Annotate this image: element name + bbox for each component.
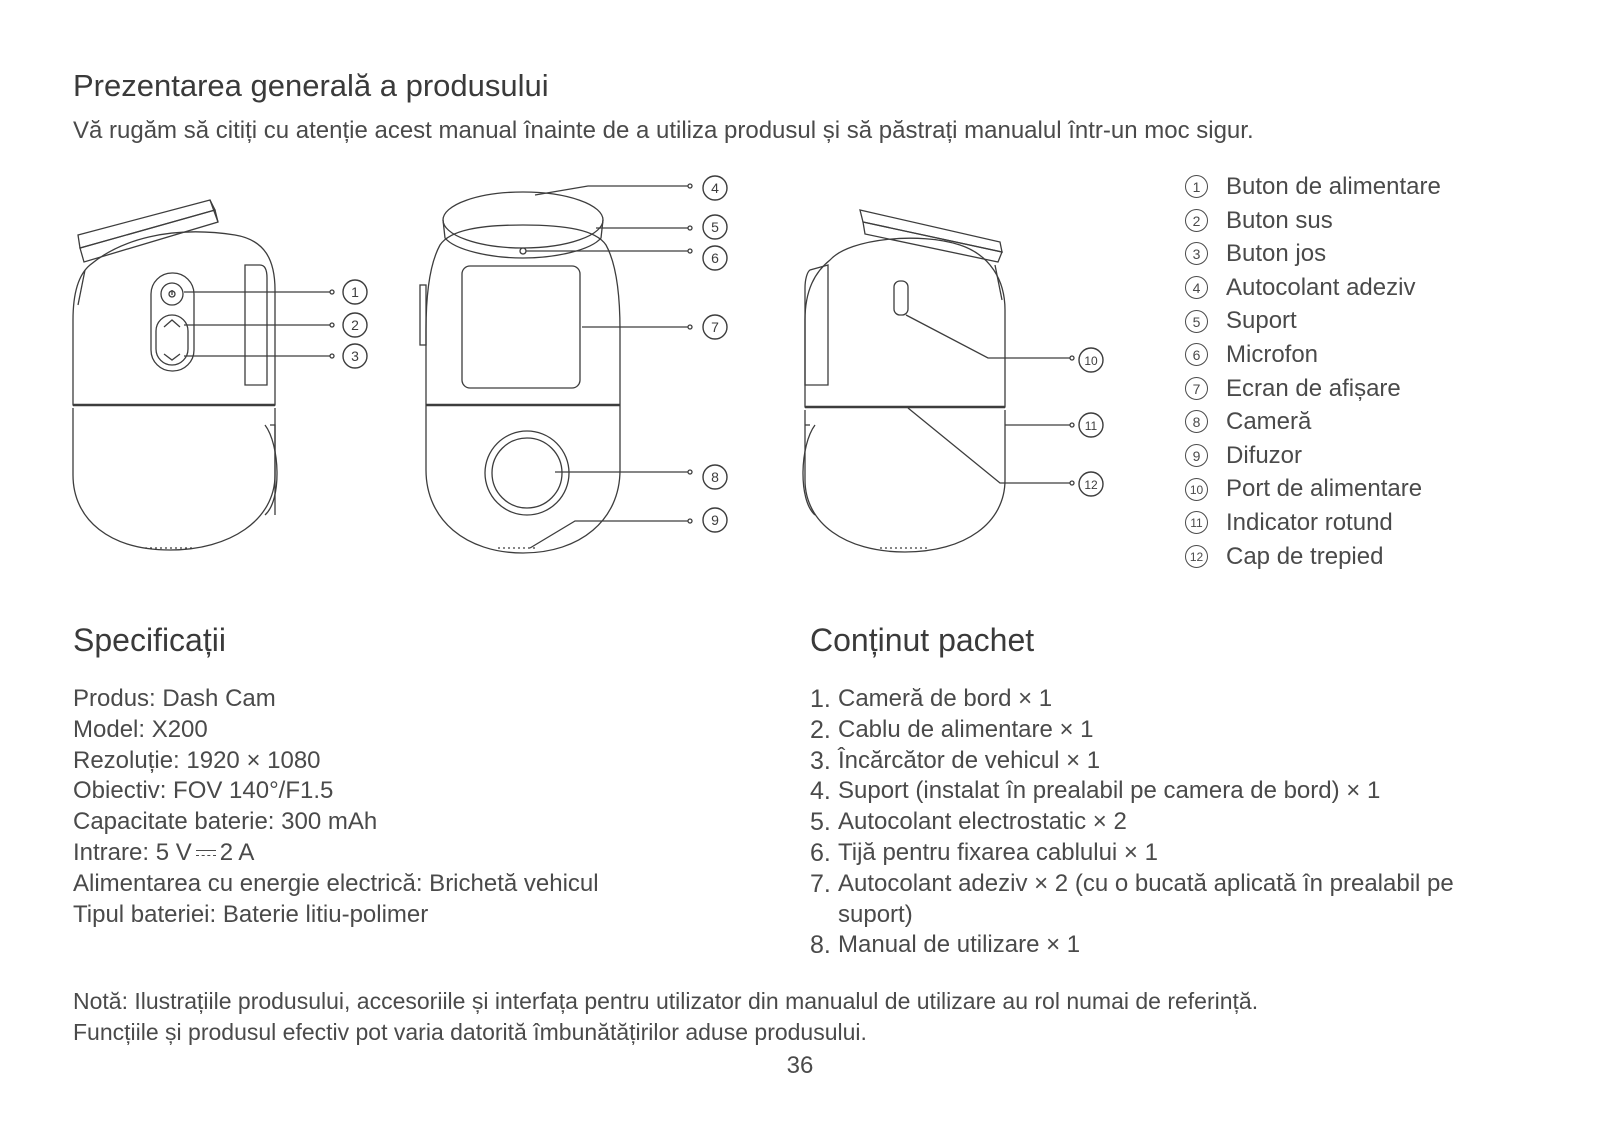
legend-item: 1 Buton de alimentare <box>1185 170 1441 204</box>
legend-number: 6 <box>1185 343 1208 367</box>
legend-number: 11 <box>1185 511 1208 535</box>
page-number: 36 <box>786 1052 814 1079</box>
camera-right-view <box>802 209 1075 553</box>
callout-7: 7 <box>711 319 719 335</box>
spec-line: Model: X200 <box>73 715 208 743</box>
legend-item: 7 Ecran de afișare <box>1185 372 1441 406</box>
legend-label: Ecran de afișare <box>1226 374 1401 402</box>
package-item-text: Cameră de bord × 1 <box>838 685 1053 712</box>
legend-item: 5 Suport <box>1185 304 1441 338</box>
specs-list: Produs: Dash Cam Model: X200 Rezoluție: … <box>73 684 599 930</box>
package-item-text: Manual de utilizare × 1 <box>838 931 1081 959</box>
legend-label: Indicator rotund <box>1226 508 1393 536</box>
legend-item: 2 Buton sus <box>1185 204 1441 238</box>
note-line: Funcțiile și produsul efectiv pot varia … <box>73 1019 867 1045</box>
spec-line: Alimentarea cu energie electrică: Briche… <box>73 869 599 897</box>
callout-5: 5 <box>711 219 719 235</box>
legend-item: 9 Difuzor <box>1185 439 1441 473</box>
legend-number: 8 <box>1185 410 1208 434</box>
package-item: 4.Suport (instalat în prealabil pe camer… <box>810 776 1530 807</box>
legend-item: 11 Indicator rotund <box>1185 506 1441 540</box>
package-item-text: Tijă pentru fixarea cablului × 1 <box>838 838 1158 866</box>
package-item-number: 2. <box>810 715 831 744</box>
package-list: 1. Cameră de bord × 1 2.Cablu de alimenta… <box>810 684 1530 961</box>
package-item-text: Încărcător de vehicul × 1 <box>838 746 1101 774</box>
callout-11: 11 <box>1085 419 1098 433</box>
camera-left-view <box>72 199 335 551</box>
specs-heading: Specificații <box>73 622 226 658</box>
legend-item: 12 Cap de trepied <box>1185 540 1441 574</box>
legend-label: Cap de trepied <box>1226 542 1384 570</box>
callout-10: 10 <box>1084 354 1098 368</box>
package-item: 3.Încărcător de vehicul × 1 <box>810 746 1530 777</box>
disclaimer-note: Notă: Ilustrațiile produsului, accesorii… <box>73 986 1543 1048</box>
callout-4: 4 <box>711 180 719 196</box>
callout-6: 6 <box>711 250 719 266</box>
legend-label: Port de alimentare <box>1226 475 1423 503</box>
legend-label: Buton sus <box>1226 206 1333 234</box>
callout-markers <box>342 175 1104 533</box>
page-subtitle: Vă rugăm să citiți cu atenție acest manu… <box>73 117 1254 144</box>
legend-number: 2 <box>1185 208 1208 232</box>
spec-input-suffix: 2 A <box>219 838 255 866</box>
callout-1: 1 <box>351 284 359 300</box>
package-item: 2.Cablu de alimentare × 1 <box>810 715 1530 746</box>
legend-label: Buton jos <box>1226 240 1327 268</box>
note-line: Notă: Ilustrațiile produsului, accesorii… <box>73 988 1259 1014</box>
spec-line: Produs: Dash Cam <box>73 685 276 712</box>
package-item: 8.Manual de utilizare × 1 <box>810 930 1530 961</box>
package-item-number: 8. <box>810 931 831 960</box>
legend-number: 12 <box>1185 544 1208 568</box>
callout-8: 8 <box>711 469 719 485</box>
package-item-number: 7. <box>810 869 831 898</box>
legend-label: Suport <box>1226 307 1297 335</box>
spec-line: Tipul bateriei: Baterie litiu-polimer <box>73 900 429 928</box>
legend-number: 5 <box>1185 309 1208 333</box>
product-diagram: 1 2 3 4 5 6 7 8 9 10 11 12 <box>72 175 1104 554</box>
legend-label: Cameră <box>1226 408 1312 436</box>
package-item-number: 6. <box>810 838 831 867</box>
callout-9: 9 <box>711 512 719 528</box>
legend-number: 10 <box>1185 477 1208 501</box>
spec-line: Rezoluție: 1920 × 1080 <box>73 746 321 774</box>
package-item-number: 4. <box>810 777 831 806</box>
legend-item: 6 Microfon <box>1185 338 1441 372</box>
package-item-text: Cablu de alimentare × 1 <box>838 715 1094 743</box>
legend-item: 10 Port de alimentare <box>1185 472 1441 506</box>
package-item: 5.Autocolant electrostatic × 2 <box>810 807 1530 838</box>
package-item: 7.Autocolant adeziv × 2 (cu o bucată apl… <box>810 869 1530 931</box>
legend-number: 4 <box>1185 276 1208 300</box>
legend-label: Microfon <box>1226 340 1319 368</box>
legend-number: 9 <box>1185 444 1208 468</box>
spec-line: Obiectiv: FOV 140°/F1.5 <box>73 777 334 805</box>
legend-number: 7 <box>1185 376 1208 400</box>
package-item-text: Autocolant adeziv × 2 (cu o bucată aplic… <box>838 869 1454 928</box>
package-item-number: 1. <box>810 685 831 713</box>
parts-legend: 1 Buton de alimentare 2 Buton sus 3 Buton j… <box>1185 170 1441 573</box>
legend-label: Autocolant adeziv <box>1226 273 1416 301</box>
legend-number: 3 <box>1185 242 1208 266</box>
callout-3: 3 <box>351 348 359 364</box>
spec-line: Capacitate baterie: 300 mAh <box>73 808 378 836</box>
callout-2: 2 <box>351 317 359 333</box>
package-heading: Conținut pachet <box>810 622 1035 658</box>
legend-item: 3 Buton jos <box>1185 237 1441 271</box>
package-item-text: Autocolant electrostatic × 2 <box>838 808 1127 836</box>
package-item: 6.Tijă pentru fixarea cablului × 1 <box>810 838 1530 869</box>
callout-12: 12 <box>1084 478 1098 492</box>
legend-item: 8 Cameră <box>1185 405 1441 439</box>
dc-symbol-icon <box>194 847 218 861</box>
package-item-number: 5. <box>810 808 831 837</box>
camera-front-view <box>419 183 693 554</box>
page-title: Prezentarea generală a produsului <box>73 68 549 103</box>
legend-label: Buton de alimentare <box>1226 173 1441 200</box>
legend-label: Difuzor <box>1226 441 1303 469</box>
spec-input-line: Intrare: 5 V 2 A <box>73 838 599 869</box>
legend-item: 4 Autocolant adeziv <box>1185 271 1441 305</box>
package-item-text: Suport (instalat în prealabil pe camera … <box>838 777 1381 805</box>
package-item: 1. Cameră de bord × 1 <box>810 684 1530 715</box>
spec-input-prefix: Intrare: 5 V <box>73 838 192 866</box>
legend-number: 1 <box>1185 175 1208 199</box>
package-item-number: 3. <box>810 746 831 775</box>
